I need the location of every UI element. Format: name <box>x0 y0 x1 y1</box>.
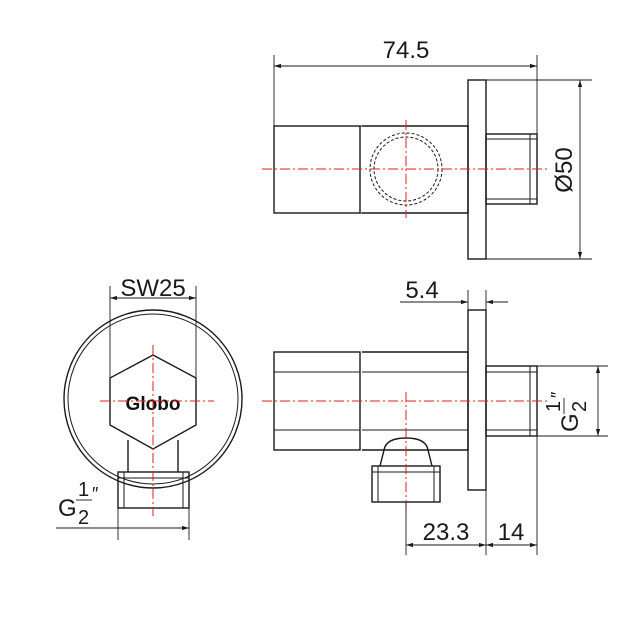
svg-text:G: G <box>58 495 77 522</box>
flange-diameter-label: Ø50 <box>551 147 578 192</box>
svg-text:1: 1 <box>78 479 89 501</box>
hex-size-label: SW25 <box>120 275 185 302</box>
front-view: Globo SW25 G 1 2 ″ <box>56 275 243 540</box>
flange-thickness-label: 5.4 <box>405 277 438 304</box>
svg-text:″: ″ <box>92 484 99 504</box>
svg-text:″: ″ <box>548 391 568 398</box>
side-flange <box>467 309 487 491</box>
side-outlet-thread <box>485 365 538 437</box>
svg-text:G: G <box>557 413 584 432</box>
top-view: 74.5 Ø50 <box>262 37 592 260</box>
thread-length-label: 14 <box>498 519 525 546</box>
front-flange <box>63 309 243 489</box>
inlet-thread-label: G 1 2 ″ <box>58 479 99 529</box>
svg-text:1: 1 <box>543 401 565 412</box>
body-to-flange-label: 23.3 <box>423 519 470 546</box>
top-thread <box>485 133 538 205</box>
side-view: 5.4 G 1 2 ″ 23.3 14 <box>262 277 608 555</box>
overall-length-label: 74.5 <box>383 37 430 64</box>
svg-text:2: 2 <box>569 401 591 412</box>
svg-text:2: 2 <box>78 507 89 529</box>
outlet-thread-label: G 1 2 ″ <box>543 391 591 432</box>
